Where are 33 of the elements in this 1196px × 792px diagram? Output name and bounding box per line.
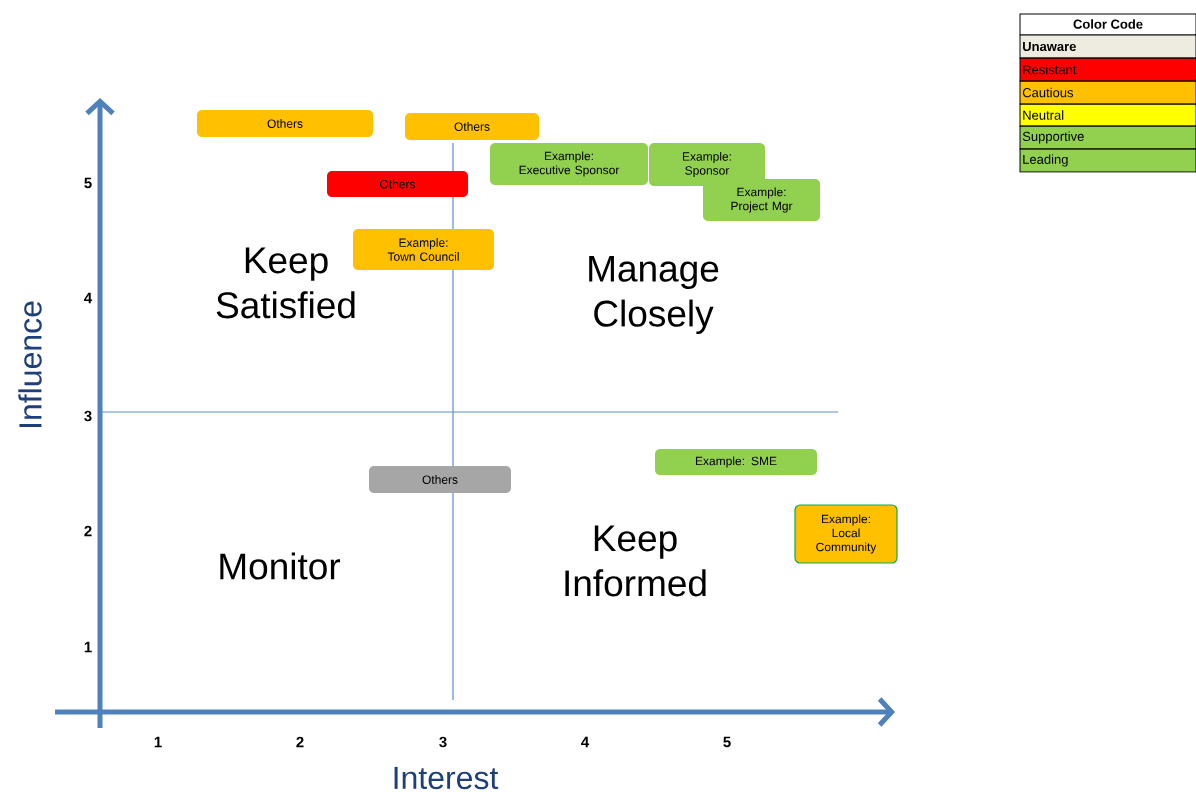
legend-label: Unaware	[1023, 41, 1076, 52]
quadrant-label: Monitor	[220, 552, 341, 580]
tick-label: 1	[154, 736, 162, 748]
sticky-note: Others	[327, 171, 468, 197]
sticky-note: Example: Executive Sponsor	[490, 143, 648, 185]
tick-label: 5	[84, 177, 92, 189]
tick-label: 4	[581, 736, 590, 748]
quadrant-label: Keep Satisfied	[216, 247, 355, 319]
sticky-note: Example: Town Council	[353, 229, 494, 270]
quadrant-label: Keep Informed	[565, 525, 706, 597]
tick-label: 4	[84, 292, 93, 304]
sticky-note: Others	[405, 113, 539, 140]
sticky-note: Example: Local Community	[794, 504, 898, 564]
tick-label: 2	[84, 525, 92, 537]
legend-label: Neutral	[1023, 110, 1064, 120]
legend-title: Color Code	[1073, 19, 1143, 29]
axis-title: Influence	[18, 301, 42, 427]
legend-label: Resistant	[1023, 64, 1077, 75]
sticky-note: Example: SME	[655, 449, 817, 475]
tick-label: 3	[439, 736, 447, 748]
sticky-note: Others	[369, 466, 511, 493]
quadrant-label: Manage Closely	[589, 255, 719, 335]
tick-label: 1	[84, 641, 92, 653]
sticky-note: Others	[197, 110, 373, 137]
tick-label: 5	[723, 736, 731, 748]
tick-label: 2	[296, 736, 304, 748]
axis-title: Interest	[394, 766, 499, 790]
legend-label: Supportive	[1022, 131, 1084, 144]
sticky-note: Example: Project Mgr	[703, 179, 820, 221]
legend-label: Cautious	[1022, 87, 1074, 98]
sticky-note: Example: Sponsor	[649, 143, 765, 186]
legend-label: Leading	[1023, 154, 1068, 167]
tick-label: 3	[84, 410, 92, 422]
